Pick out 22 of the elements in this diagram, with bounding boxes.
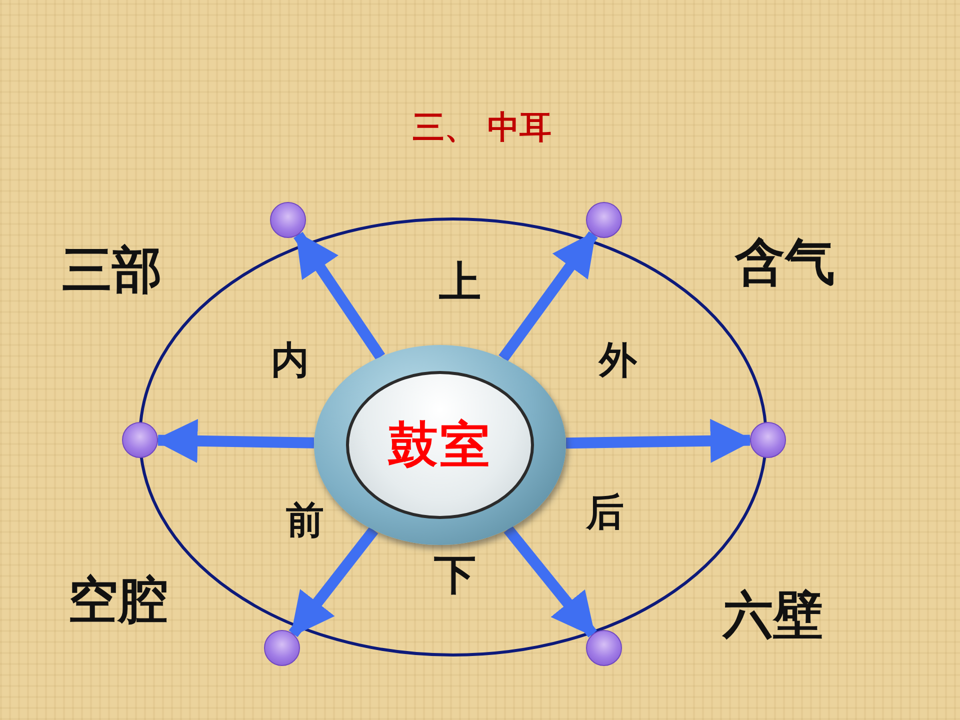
arrow <box>504 526 597 638</box>
direction-label: 后 <box>586 493 624 531</box>
direction-label: 内 <box>271 341 309 379</box>
sphere-dot <box>586 630 622 666</box>
side-label: 含气 <box>735 237 835 287</box>
direction-label: 前 <box>286 501 324 539</box>
arrow <box>288 526 378 638</box>
side-label: 空腔 <box>68 575 168 625</box>
sphere-dot <box>122 422 158 458</box>
sphere-dot <box>750 422 786 458</box>
sphere-dot <box>270 202 306 238</box>
side-label: 六壁 <box>723 590 823 640</box>
sphere-dot <box>264 630 300 666</box>
arrow <box>294 231 386 360</box>
node-label: 鼓室 <box>388 414 492 476</box>
arrow <box>498 230 598 362</box>
sphere-dot <box>586 202 622 238</box>
side-label: 三部 <box>62 245 162 295</box>
direction-label: 外 <box>599 341 637 379</box>
direction-label: 下 <box>434 554 476 596</box>
direction-label: 上 <box>439 261 481 303</box>
title: 三、 中耳 <box>412 111 552 143</box>
